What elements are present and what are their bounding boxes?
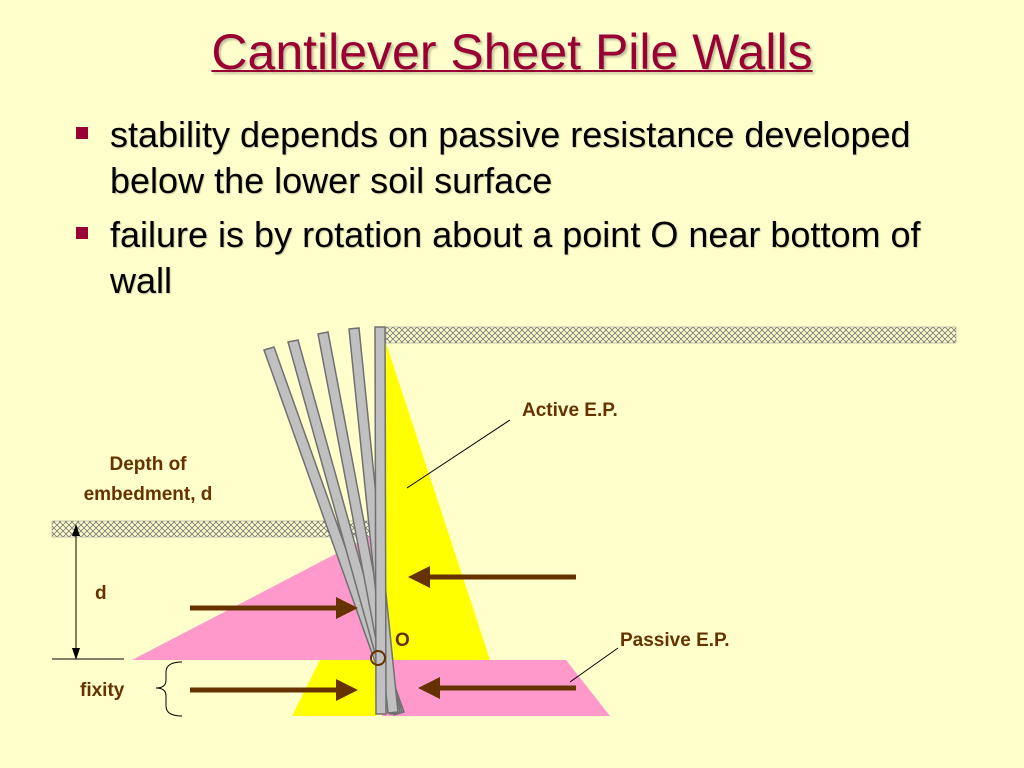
wall-rotation-positions — [263, 326, 405, 716]
active-ep-label: Active E.P. — [522, 400, 618, 421]
o-label: O — [395, 630, 410, 651]
square-bullet-icon — [76, 127, 88, 139]
bullet-item: failure is by rotation about a point O n… — [74, 212, 974, 304]
passive-pressure-left — [132, 535, 372, 660]
page-title: Cantilever Sheet Pile Walls — [211, 24, 813, 80]
bullet-item: stability depends on passive resistance … — [74, 112, 974, 204]
d-label: d — [95, 583, 107, 604]
arrow-icon — [190, 597, 358, 619]
depth-dimension — [52, 524, 124, 660]
sheet-pile-wall — [374, 326, 387, 715]
fixity-brace — [155, 661, 183, 717]
bullet-list: stability depends on passive resistance … — [74, 112, 974, 312]
depth-label-line1: Depth of — [109, 454, 187, 475]
active-leader-line — [406, 419, 511, 489]
square-bullet-icon — [76, 227, 88, 239]
arrow-icon — [408, 566, 576, 588]
arrow-icon — [190, 679, 358, 701]
arrow-icon — [418, 677, 576, 699]
passive-leader-line — [569, 647, 619, 683]
bullet-text: stability depends on passive resistance … — [110, 114, 911, 201]
depth-label-line2: embedment, d — [84, 484, 213, 505]
rotation-point-o — [370, 650, 386, 666]
active-pressure-right — [386, 343, 490, 660]
bullet-text: failure is by rotation about a point O n… — [110, 214, 921, 301]
fixity-label: fixity — [80, 680, 125, 701]
upper-soil-surface — [385, 326, 957, 344]
passive-ep-label: Passive E.P. — [620, 630, 730, 651]
pressure-arrows — [190, 566, 576, 701]
